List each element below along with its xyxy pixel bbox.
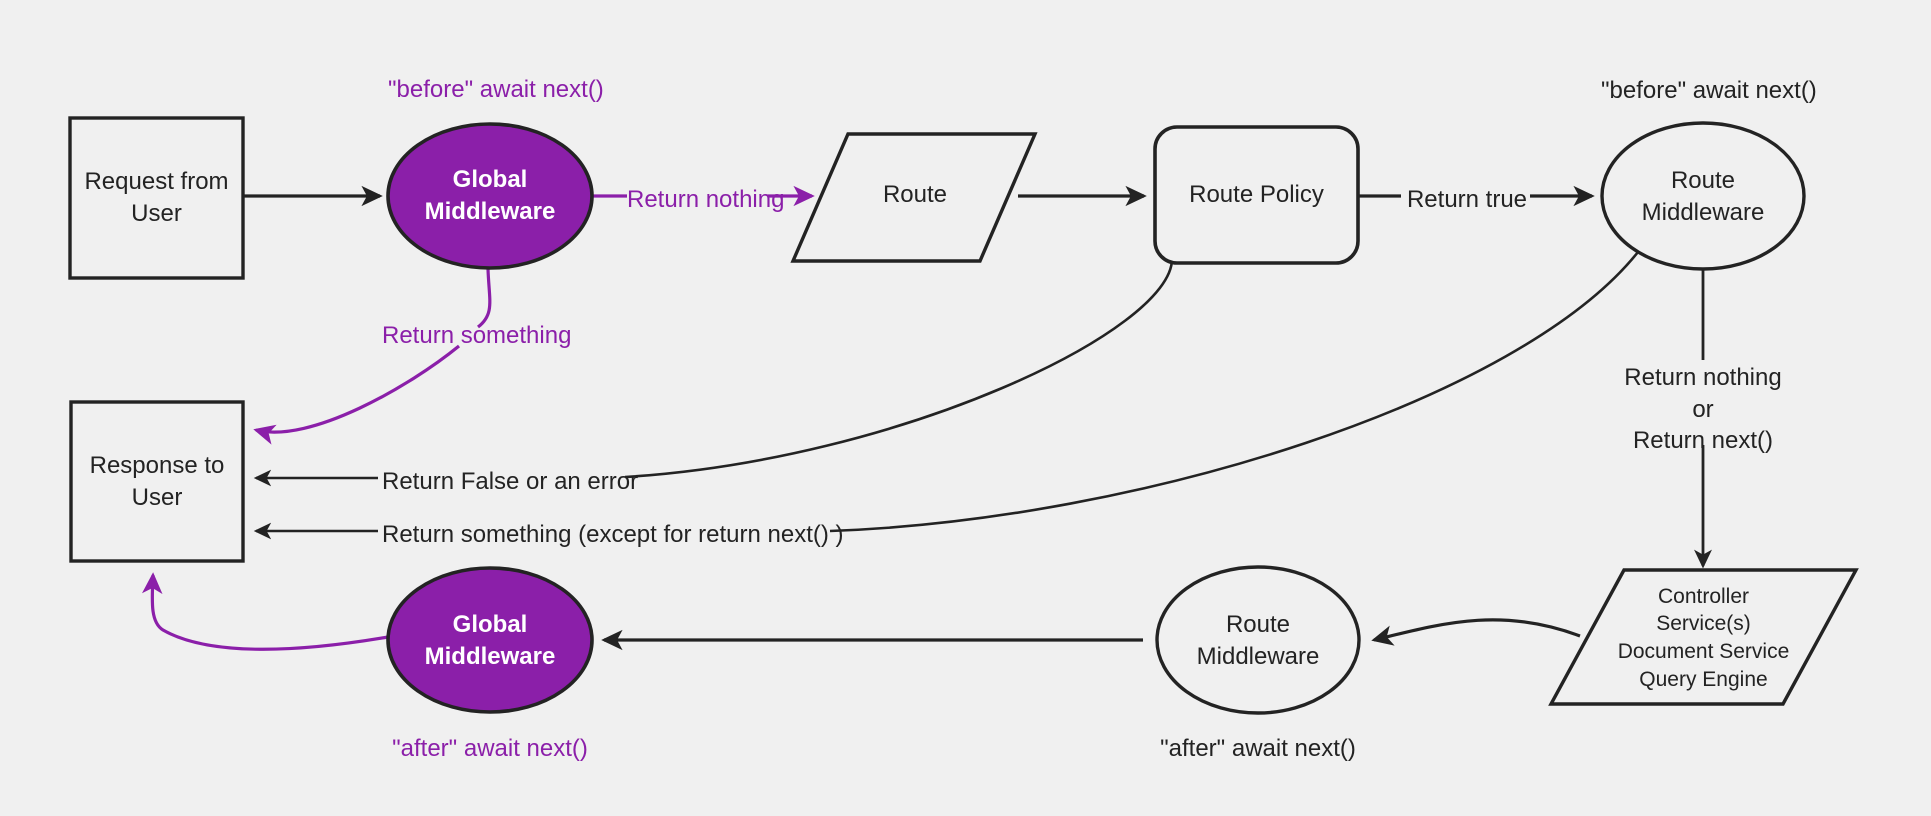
edge-global-middleware-to-response — [476, 268, 492, 329]
return-nothing-or-next-line-3: Return next() — [1632, 427, 1774, 455]
node-route-middleware-before[interactable] — [1600, 121, 1806, 271]
return-nothing-or-next-line-2: or — [1692, 395, 1714, 423]
edge-label-return-something-except-next: Return something (except for return next… — [382, 521, 844, 548]
edge-label-return-false-or-error: Return False or an error — [382, 468, 639, 495]
annotation-after-await-next-global: "after" await next() — [392, 735, 588, 762]
edge-label-return-true: Return true — [1406, 186, 1528, 213]
node-route-middleware-after[interactable] — [1155, 565, 1361, 715]
node-global-middleware-before[interactable] — [386, 122, 594, 270]
node-response-to-user[interactable] — [69, 400, 245, 563]
node-controller-services[interactable] — [1548, 568, 1859, 706]
annotation-after-await-next-route: "after" await next() — [1160, 735, 1356, 762]
edge-controller-to-route-middleware-after — [1371, 618, 1581, 646]
edge-label-return-nothing-or-next: Return nothing or Return next() — [1601, 362, 1805, 457]
edge-label-return-something: Return something — [382, 322, 572, 349]
node-request-from-user[interactable] — [68, 116, 245, 280]
edge-global-middleware-to-response-tail — [253, 344, 461, 445]
edge-route-policy-to-response — [624, 258, 1174, 479]
node-route-policy[interactable] — [1153, 125, 1360, 265]
node-global-middleware-after[interactable] — [386, 566, 594, 714]
edge-global-middleware-after-to-response — [141, 572, 389, 651]
annotation-before-await-next-global: "before" await next() — [388, 76, 604, 103]
edge-route-middleware-to-response — [829, 251, 1640, 533]
annotation-before-await-next-route: "before" await next() — [1601, 77, 1817, 104]
return-nothing-or-next-line-1: Return nothing — [1624, 364, 1782, 391]
edge-label-return-nothing: Return nothing — [627, 186, 785, 213]
node-route[interactable] — [790, 132, 1038, 263]
